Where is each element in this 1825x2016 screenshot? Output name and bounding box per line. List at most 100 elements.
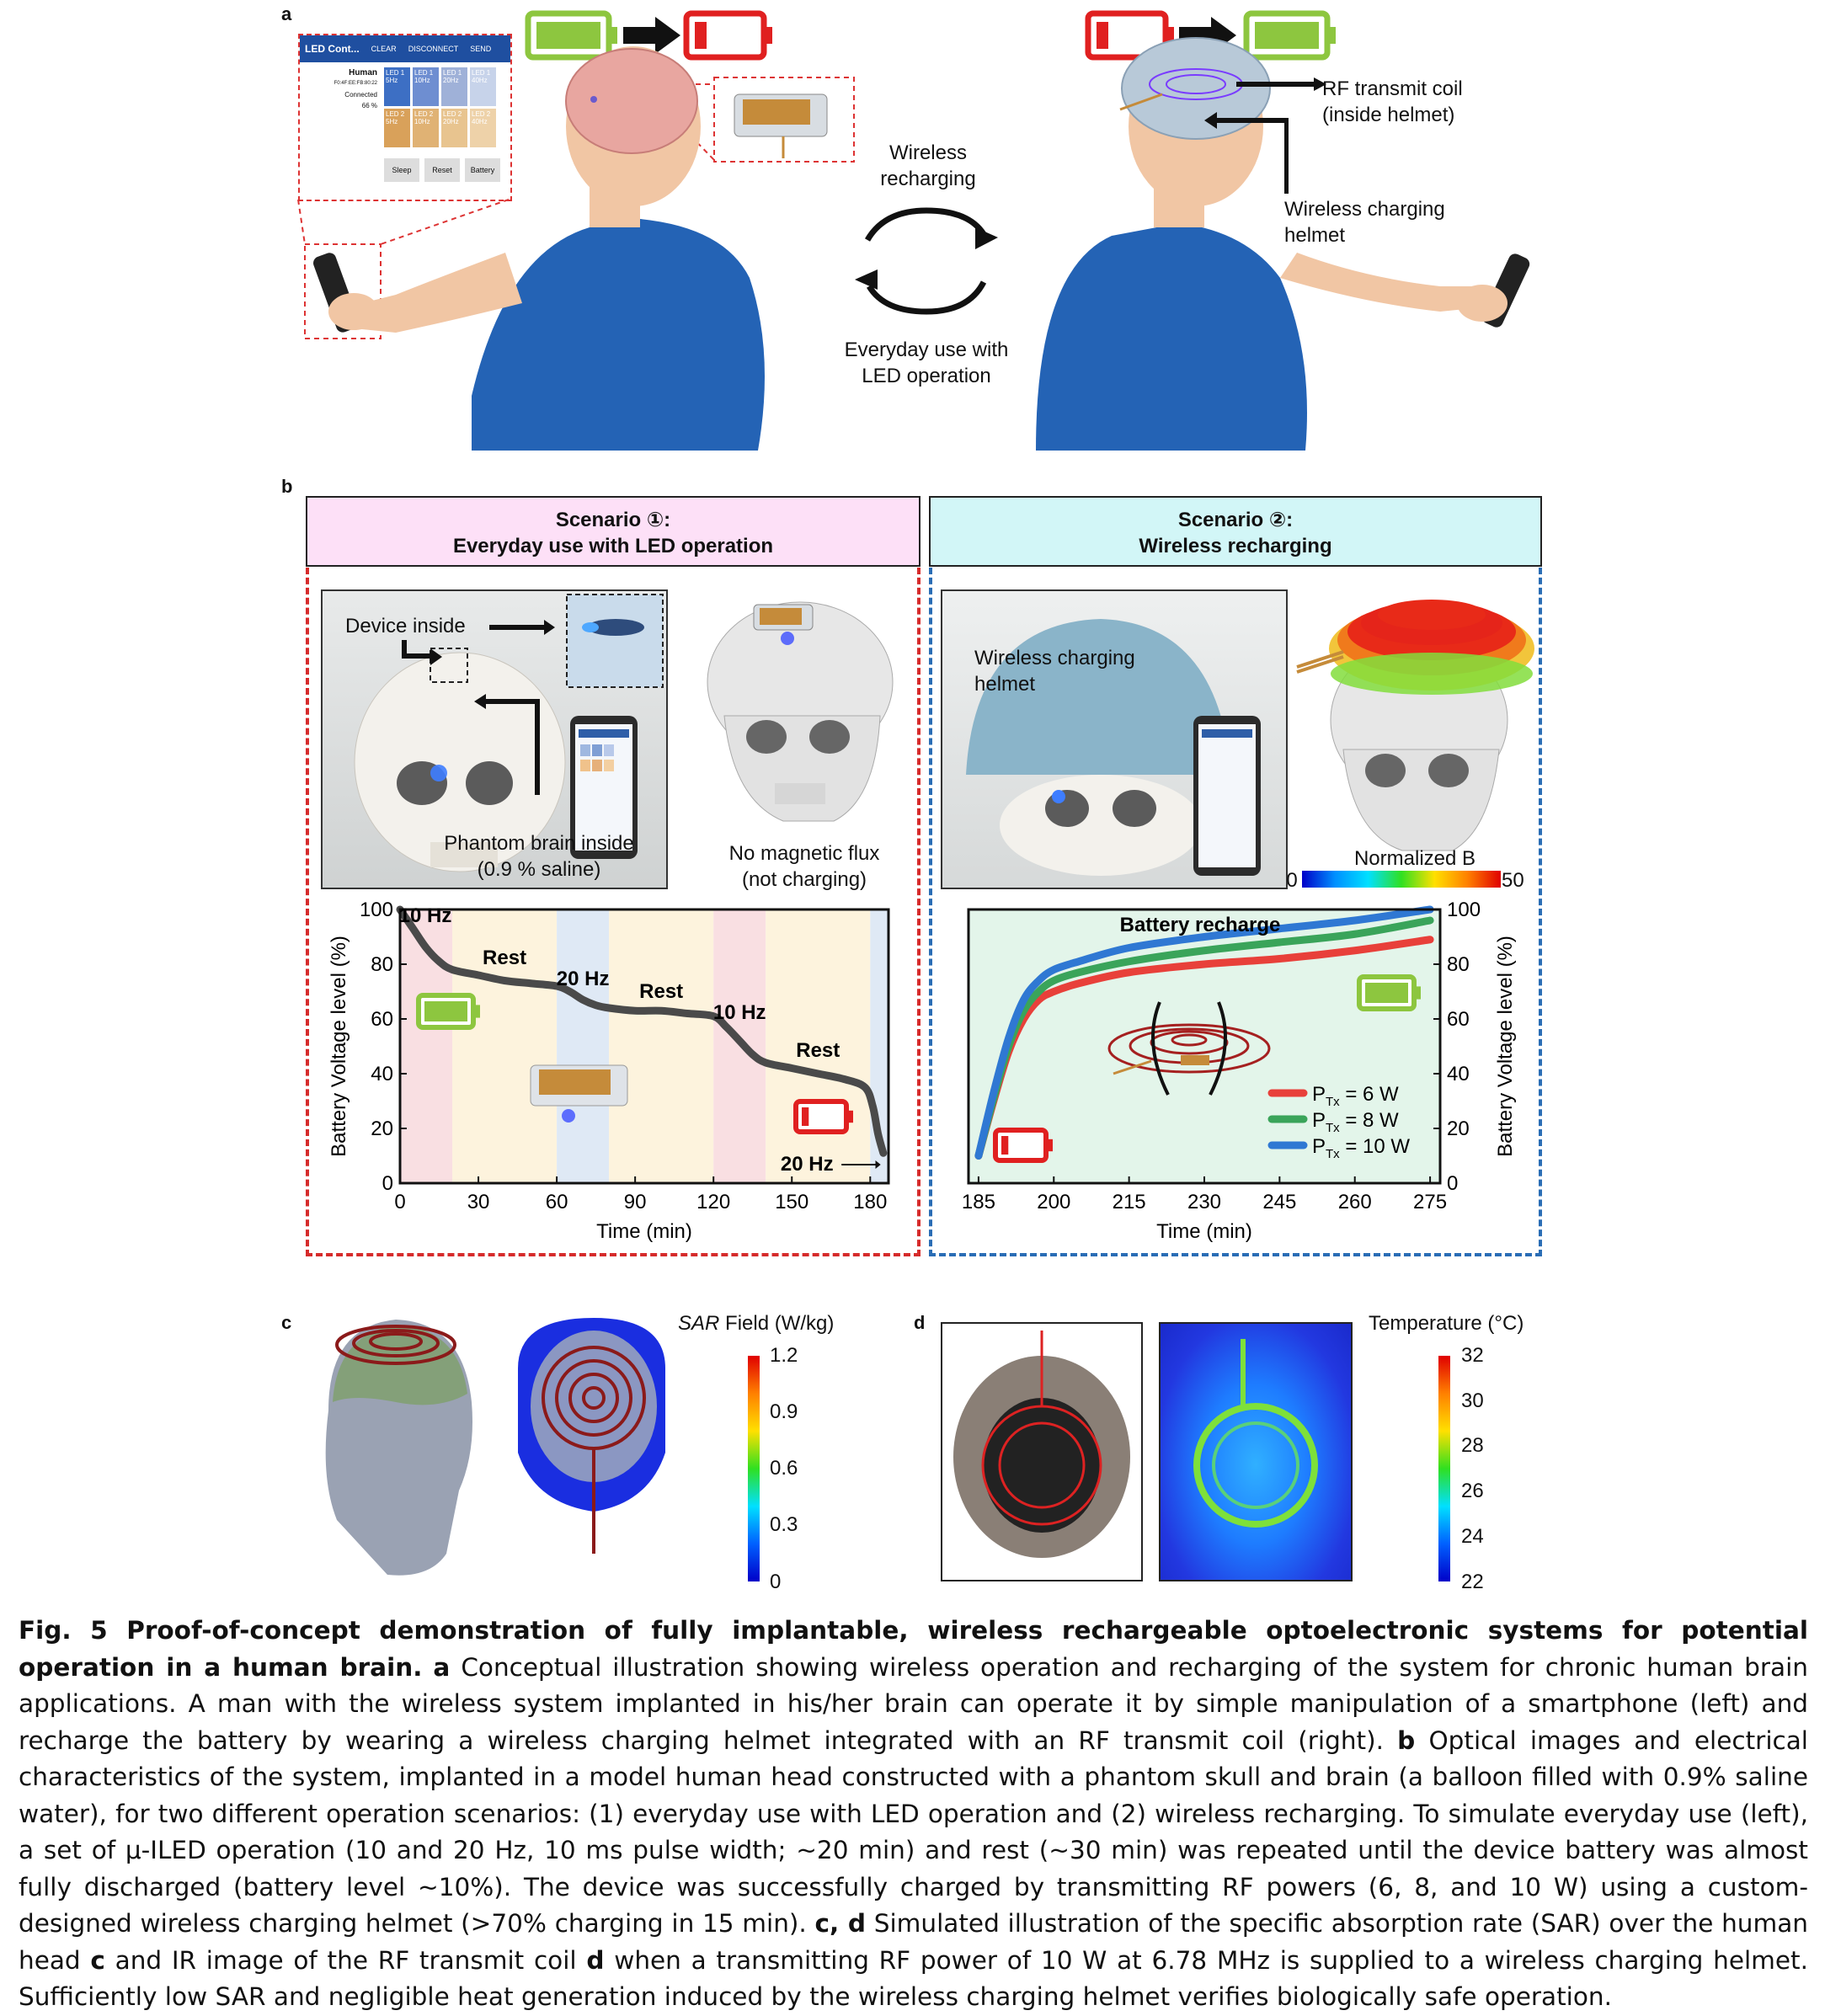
caption-text-c: and IR image of the RF transmit coil [104, 1945, 587, 1975]
normalized-b-colorbar [1302, 871, 1501, 888]
man-left-illustration [313, 46, 765, 451]
x-tick-label-6: 275 [1413, 1191, 1447, 1213]
battery-button[interactable]: Battery [465, 158, 500, 182]
battery-full-icon-chart [416, 993, 480, 1030]
app-title: LED Cont... [305, 43, 360, 55]
scenario1-header [306, 496, 921, 567]
x-tick-label-5: 260 [1338, 1191, 1372, 1213]
device-inset-sketch [734, 93, 828, 158]
y-tick-label-1: 20 [1447, 1117, 1470, 1140]
battery-low-icon-right [1085, 10, 1174, 61]
y-tick-label-5: 100 [1447, 901, 1481, 921]
temp-tick-26: 26 [1461, 1480, 1484, 1502]
sar-colorbar [748, 1356, 760, 1581]
sar-tick-5: 0 [770, 1571, 782, 1593]
caption-label-c: c [90, 1945, 105, 1975]
x-tick-label-5: 150 [775, 1191, 808, 1213]
scenario2-frame [929, 568, 1542, 1256]
device-address: F0:4F:EE:FB:80:22 [334, 81, 377, 86]
temp-tick-24: 24 [1461, 1525, 1484, 1548]
scenario2-header [929, 496, 1542, 567]
chart-title: Battery recharge [1120, 914, 1281, 936]
temp-colorbar-title: Temperature (°C) [1369, 1312, 1524, 1335]
panel-a-illustration [297, 10, 1530, 451]
caption-text-cd: Simulated illustration of the specific a… [19, 1909, 1808, 1975]
scenario1-title: Scenario ①: [555, 509, 671, 531]
led1-40hz-button[interactable]: LED 1 40Hz [470, 67, 496, 106]
shaded-region-2 [557, 909, 610, 1183]
region-arrowhead [875, 1160, 881, 1169]
x-tick-label-3: 90 [624, 1191, 647, 1213]
charging-helmet-label: Wireless charging helmet [1284, 198, 1445, 247]
caption-title: Fig. 5 Proof-of-concept demonstration of… [19, 1616, 1808, 1682]
skull-photo-drawing [354, 594, 664, 872]
norm-b-max: 50 [1502, 869, 1524, 892]
led1-5hz-button[interactable]: LED 1 5Hz [384, 67, 410, 106]
region-label-3: Rest [639, 980, 683, 1003]
device-sketch-icon [530, 1064, 628, 1123]
battery-full-icon-chart [1357, 974, 1421, 1011]
plot-frame [398, 908, 890, 1185]
x-tick-label-6: 180 [853, 1191, 887, 1213]
x-tick-label-2: 215 [1113, 1191, 1146, 1213]
temp-tick-28: 28 [1461, 1434, 1484, 1457]
y-tick-label-3: 60 [1447, 1008, 1470, 1031]
panel-label-a: a [281, 3, 292, 24]
norm-b-min: 0 [1286, 869, 1298, 892]
connection-status: Connected [344, 91, 377, 99]
caption-text-a: Conceptual illustration showing wireless… [19, 1652, 1808, 1755]
x-tick-label-1: 30 [467, 1191, 490, 1213]
normalized-b-label: Normalized B [1353, 847, 1476, 870]
region-label-4: 10 Hz [713, 1001, 766, 1024]
battery-full-icon [525, 10, 617, 61]
panel-label-d: d [914, 1312, 926, 1333]
x-tick-label-4: 245 [1262, 1191, 1296, 1213]
phantom-brain-label-2: (0.9 % saline) [477, 858, 601, 881]
led2-5hz-button[interactable]: LED 2 5Hz [384, 109, 410, 147]
temp-tick-32: 32 [1461, 1344, 1484, 1367]
region-label-5: Rest [796, 1039, 840, 1062]
x-tick-label-0: 185 [962, 1191, 995, 1213]
no-flux-label-2: (not charging) [741, 868, 867, 891]
x-tick-label-1: 200 [1037, 1191, 1070, 1213]
cycle-arrows-icon [864, 207, 987, 315]
shaded-region-1 [452, 909, 558, 1183]
temp-tick-30: 30 [1461, 1389, 1484, 1412]
battery-low-icon [683, 10, 772, 61]
caption-label-b: b [1397, 1725, 1416, 1755]
region-label-6: 20 Hz [781, 1153, 834, 1176]
led1-10hz-button[interactable]: LED 1 10Hz [413, 67, 439, 106]
menu-disconnect[interactable]: DISCONNECT [408, 45, 459, 53]
y-tick-label-3: 60 [371, 1008, 393, 1031]
battery-low-icon-chart [793, 1099, 853, 1134]
everyday-use-label: Everyday use with LED operation [844, 339, 1009, 387]
ir-thermal-image [1159, 1322, 1353, 1581]
region-label-1: Rest [483, 947, 526, 969]
caption-label-cd: c, d [814, 1909, 866, 1938]
panel-label-b: b [281, 476, 293, 497]
y-tick-label-1: 20 [371, 1117, 393, 1140]
scenario2-subtitle: Wireless recharging [1139, 535, 1332, 557]
sleep-button[interactable]: Sleep [384, 158, 419, 182]
sar-colorbar-title-italic: SAR [678, 1312, 720, 1335]
x-tick-label-3: 230 [1187, 1191, 1221, 1213]
led2-40hz-button[interactable]: LED 2 40Hz [470, 109, 496, 147]
menu-send[interactable]: SEND [470, 45, 492, 53]
figure-caption: Fig. 5 Proof-of-concept demonstration of… [19, 1613, 1808, 2016]
sar-tick-1: 1.2 [770, 1344, 798, 1367]
shaded-region-0 [400, 909, 453, 1183]
battery-full-icon-right [1243, 10, 1336, 61]
skull-render-flux [1296, 600, 1534, 851]
led2-20hz-button[interactable]: LED 2 20Hz [441, 109, 467, 147]
reset-button[interactable]: Reset [424, 158, 460, 182]
phantom-brain-label-1: Phantom brain inside [444, 832, 634, 855]
menu-clear[interactable]: CLEAR [371, 45, 397, 53]
led1-20hz-button[interactable]: LED 1 20Hz [441, 67, 467, 106]
app-titlebar: LED Cont... CLEAR DISCONNECT SEND [300, 35, 510, 62]
led2-10hz-button[interactable]: LED 2 10Hz [413, 109, 439, 147]
y-tick-label-0: 0 [382, 1172, 393, 1195]
scenario1-frame [306, 568, 921, 1256]
